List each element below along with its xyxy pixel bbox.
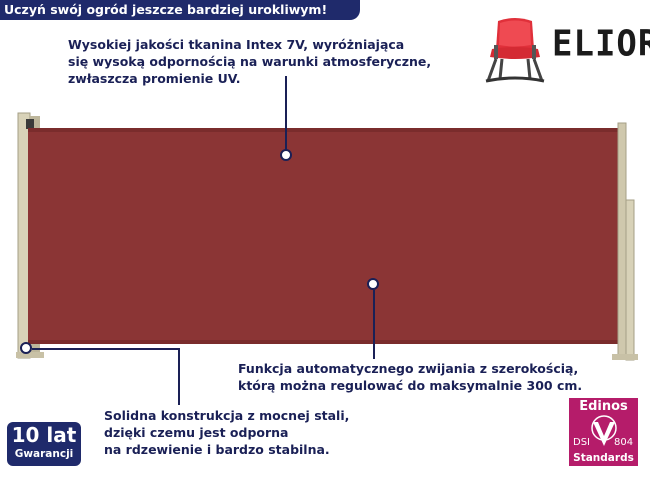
steel-callout-dot xyxy=(20,342,32,354)
fabric-feature-line-2: się wysoką odpornością na warunki atmosf… xyxy=(68,54,432,69)
fabric-feature-line-1: Wysokiej jakości tkanina Intex 7V, wyróż… xyxy=(68,37,405,52)
warranty-years: 10 lat xyxy=(11,423,77,447)
certificate-title: Edinos xyxy=(579,399,628,414)
check-shield-icon xyxy=(591,415,617,446)
certificate-dsi: DSI xyxy=(573,437,590,448)
title-banner xyxy=(0,0,360,20)
warranty-badge xyxy=(7,422,81,466)
certificate-standards: Standards xyxy=(573,452,634,464)
steel-feature-line-1: Solidna konstrukcja z mocnej stali, xyxy=(104,408,350,423)
certificate-number: 804 xyxy=(614,437,634,448)
steel-callout-line-h xyxy=(32,348,179,350)
banner-title: Uczyń swój ogród jeszcze bardziej urokli… xyxy=(4,2,328,17)
fabric-callout-line xyxy=(285,76,287,152)
retract-callout-dot xyxy=(367,278,379,290)
retract-feature-line-1: Funkcja automatycznego zwijania z szerok… xyxy=(238,361,579,376)
fabric-callout-dot xyxy=(280,149,292,161)
retract-feature-line-2: którą można regulować do maksymalnie 300… xyxy=(238,378,583,393)
retract-callout-line xyxy=(373,290,375,359)
warranty-label: Gwarancji xyxy=(14,448,74,460)
chair-icon xyxy=(485,18,545,83)
steel-feature-line-2: dzięki czemu jest odporna xyxy=(104,425,289,440)
steel-callout-line-v xyxy=(178,348,180,405)
fabric-feature-line-3: zwłaszcza promienie UV. xyxy=(68,71,241,86)
steel-feature-line-3: na rdzewienie i bardzo stabilna. xyxy=(104,442,330,457)
certificate-badge xyxy=(569,398,638,466)
brand-name: ELIOR xyxy=(552,23,650,65)
